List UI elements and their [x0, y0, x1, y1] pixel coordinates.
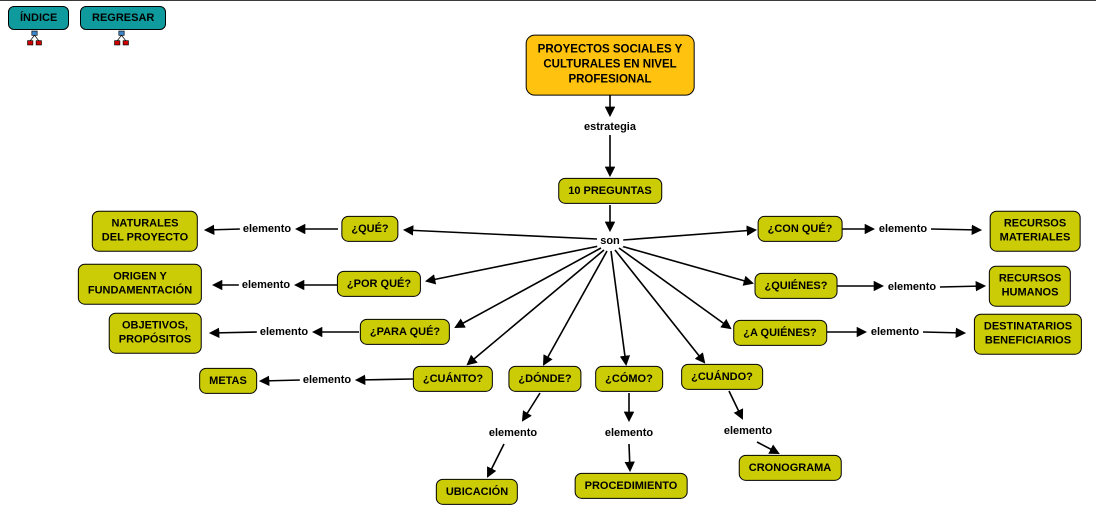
node-destinatarios-beneficiarios: DESTINATARIOS BENEFICIARIOS: [973, 313, 1083, 355]
link-label-elemento: elemento: [875, 223, 931, 235]
node-root-proyectos: PROYECTOS SOCIALES Y CULTURALES EN NIVEL…: [525, 34, 695, 96]
node-por-que: ¿POR QUÉ?: [336, 270, 422, 298]
node-cuando: ¿CUÁNDO?: [681, 363, 763, 391]
concept-map-icon[interactable]: [114, 30, 129, 46]
node-naturales-del-proyecto: NATURALES DEL PROYECTO: [91, 210, 199, 252]
node-cronograma: CRONOGRAMA: [738, 454, 842, 482]
node-a-quienes: ¿A QUIÉNES?: [733, 319, 827, 347]
node-con-que: ¿CON QUÉ?: [757, 215, 843, 243]
link-label-elemento: elemento: [884, 281, 940, 293]
node-procedimiento: PROCEDIMIENTO: [574, 472, 688, 500]
link-label-elemento: elemento: [867, 326, 923, 338]
link-label-elemento: elemento: [485, 427, 541, 439]
node-metas: METAS: [199, 367, 257, 395]
regresar-button[interactable]: REGRESAR: [80, 6, 167, 30]
node-10-preguntas: 10 PREGUNTAS: [558, 177, 662, 205]
link-label-elemento: elemento: [299, 374, 355, 386]
indice-button[interactable]: ÍNDICE: [8, 6, 70, 30]
node-recursos-materiales: RECURSOS MATERIALES: [989, 210, 1081, 252]
node-quienes: ¿QUIÉNES?: [754, 272, 838, 300]
node-objetivos-propositos: OBJETIVOS, PROPÓSITOS: [108, 312, 202, 354]
node-recursos-humanos: RECURSOS HUMANOS: [988, 265, 1072, 307]
link-label-son: son: [597, 235, 623, 247]
link-label-elemento: elemento: [601, 427, 657, 439]
link-label-estrategia: estrategia: [581, 121, 639, 133]
node-cuanto: ¿CUÁNTO?: [412, 365, 494, 393]
link-label-elemento: elemento: [238, 279, 294, 291]
node-para-que: ¿PARA QUÉ?: [359, 318, 451, 346]
link-label-elemento: elemento: [720, 425, 776, 437]
link-label-elemento: elemento: [239, 223, 295, 235]
node-donde: ¿DÓNDE?: [508, 365, 582, 393]
link-label-elemento: elemento: [256, 326, 312, 338]
node-origen-fundamentacion: ORIGEN Y FUNDAMENTACIÓN: [77, 263, 203, 305]
node-ubicacion: UBICACIÓN: [435, 478, 519, 506]
concept-map-icon[interactable]: [27, 30, 42, 46]
node-como: ¿CÓMO?: [595, 365, 663, 393]
node-que: ¿QUÉ?: [341, 215, 399, 243]
